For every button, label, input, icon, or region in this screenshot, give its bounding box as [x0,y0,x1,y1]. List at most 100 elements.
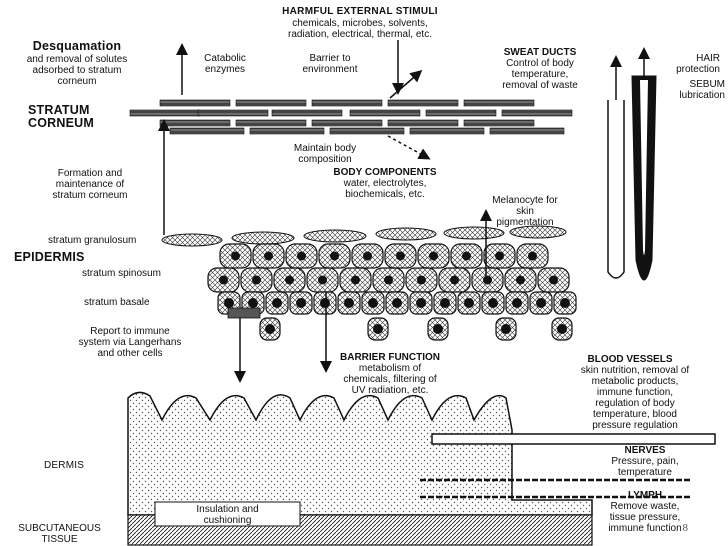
desquamation-body: and removal of solutes adsorbed to strat… [26,54,128,87]
insulation-label: Insulation and cushioning [196,504,259,526]
cell-nucleus [344,298,354,308]
cell-nucleus [429,251,438,261]
slide-number: 8 [682,522,689,534]
body-components-body: water, electrolytes, biochemicals, etc. [343,178,427,200]
cell-nucleus [231,251,240,261]
hair-label: HAIR protection [676,53,720,75]
sweat-ducts-title: SWEAT DUCTS [503,47,577,58]
corneum-cell [311,119,383,127]
cell-nucleus [440,298,450,308]
cell-nucleus [462,251,471,261]
cell-nucleus [560,298,570,308]
corneum-cell [159,119,231,127]
cell-nucleus [264,251,273,261]
corneum-cell [235,119,307,127]
cell-nucleus [557,324,567,334]
blood-vessel-bar [431,433,716,445]
cell-nucleus [297,251,306,261]
cell-nucleus [330,251,339,261]
sebum-label: SEBUM lubrication [679,79,725,101]
granulosum-cell [161,233,223,247]
corneum-cell [271,109,343,117]
barrier-function-title: BARRIER FUNCTION [340,352,440,363]
corneum-cell [249,127,325,135]
cell-nucleus [549,275,558,285]
cell-nucleus [536,298,546,308]
cell-nucleus [224,298,234,308]
cell-nucleus [464,298,474,308]
catabolic-label: Catabolic enzymes [204,53,246,75]
cell-nucleus [373,324,383,334]
sweat-ducts-body: Control of body temperature, removal of … [502,58,578,91]
cell-nucleus [495,251,504,261]
cell-nucleus [501,324,511,334]
corneum-cell [169,127,245,135]
cell-nucleus [351,275,360,285]
corneum-cell [387,119,459,127]
stratum-granulosum-cells [161,225,567,247]
stratum-granulosum-label: stratum granulosum [48,235,137,246]
cell-nucleus [248,298,258,308]
hair-inner [640,80,648,255]
stratum-spinosum-cells [207,243,570,293]
corneum-cell [489,127,565,135]
cell-nucleus [265,324,275,334]
sweat-duct [607,100,625,279]
cell-nucleus [296,298,306,308]
cell-nucleus [450,275,459,285]
nerves-title: NERVES [624,445,666,456]
langerhans-cells [259,317,573,341]
granulosum-cell [231,231,295,245]
insulation-box [154,501,301,527]
stratum-corneum-layers [129,99,573,135]
corneum-cell [501,109,573,117]
harmful-stimuli-body: chemicals, microbes, solvents, radiation… [288,18,432,40]
body-components-arrow [387,135,431,160]
subcutaneous-region [127,514,593,546]
harmful-stimuli-title: HARMFUL EXTERNAL STIMULI [282,6,438,17]
corneum-cell [463,119,535,127]
cell-nucleus [285,275,294,285]
cell-nucleus [363,251,372,261]
stratum-spinosum-label: stratum spinosum [82,268,161,279]
granulosum-cell [509,225,567,239]
cell-nucleus [252,275,261,285]
corneum-cell [409,127,485,135]
cell-nucleus [417,275,426,285]
cell-nucleus [483,275,492,285]
cell-nucleus [368,298,378,308]
corneum-cell [129,109,201,117]
granulosum-cell [443,226,505,240]
cell-nucleus [384,275,393,285]
corneum-cell [387,99,459,107]
body-components-title: BODY COMPONENTS [333,167,437,178]
cell-nucleus [219,275,228,285]
langerhans-cell [227,307,261,319]
dermis-label: DERMIS [44,460,85,471]
barrier-function-body: metabolism of chemicals, filtering of UV… [343,363,437,396]
cell-nucleus [392,298,402,308]
dermis-region [127,391,593,516]
cell-nucleus [416,298,426,308]
immune-label: Report to immune system via Langerhans a… [78,326,182,359]
formation-label: Formation and maintenance of stratum cor… [52,168,128,201]
corneum-cell [235,99,307,107]
cell-nucleus [512,298,522,308]
stratum-basale-label: stratum basale [84,297,150,308]
cell-nucleus [272,298,282,308]
cell-nucleus [318,275,327,285]
cell-nucleus [488,298,498,308]
blood-vessels-title: BLOOD VESSELS [587,354,673,365]
nerves-body: Pressure, pain, temperature [611,456,679,478]
cell-nucleus [433,324,443,334]
corneum-cell [159,99,231,107]
cell-nucleus [396,251,405,261]
corneum-cell [349,109,421,117]
cell-nucleus [516,275,525,285]
desquamation-title: Desquamation [32,39,122,53]
maintain-label: Maintain body composition [293,143,357,165]
corneum-cell [329,127,405,135]
cell-nucleus [528,251,537,261]
corneum-cell [311,99,383,107]
